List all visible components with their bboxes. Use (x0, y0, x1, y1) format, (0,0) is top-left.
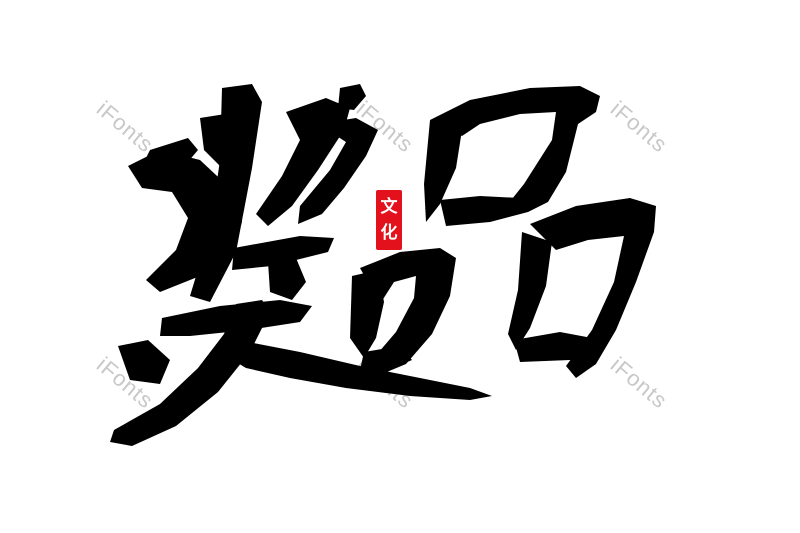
seal-char-1: 文 (380, 197, 398, 217)
character-jiang (110, 84, 492, 446)
seal-char-2: 化 (380, 223, 398, 243)
seal-stamp: 文 化 (376, 190, 402, 250)
character-pin (350, 86, 656, 378)
